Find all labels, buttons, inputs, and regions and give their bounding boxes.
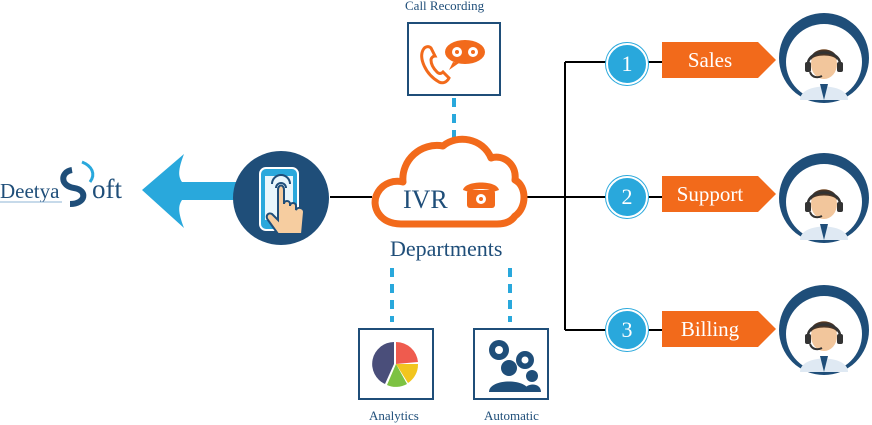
departments-label: Departments	[390, 236, 503, 261]
agent-headset-icon	[779, 285, 869, 375]
tag-arrow-icon	[758, 42, 776, 78]
deetyasoft-logo: Deetya oft	[0, 158, 140, 208]
agent-headset-icon	[779, 13, 869, 103]
agent-headset-icon	[779, 153, 869, 243]
analytics-label: Analytics	[369, 408, 419, 423]
logo-text-right: oft	[92, 174, 122, 204]
touch-phone-node	[232, 150, 330, 246]
call-recording-box	[407, 22, 501, 96]
telephone-icon	[463, 182, 499, 208]
department-number-badge: 3	[606, 309, 648, 351]
tag-arrow-icon	[758, 176, 776, 212]
pie-chart-icon	[372, 341, 419, 387]
department-number-badge: 2	[606, 176, 648, 218]
gears-users-icon	[489, 340, 541, 392]
logo-text-left: Deetya	[0, 179, 60, 203]
left-arrow-icon	[142, 154, 240, 228]
touch-phone-icon	[233, 151, 329, 245]
department-name-tag: Support	[662, 176, 758, 212]
automatic-label: Automatic	[484, 408, 539, 423]
tag-arrow-icon	[758, 311, 776, 347]
department-name-tag: Sales	[662, 42, 758, 78]
phone-recording-icon	[420, 40, 485, 85]
department-number-badge: 1	[606, 43, 648, 85]
analytics-box	[358, 328, 434, 400]
ivr-cloud: IVR	[371, 135, 528, 228]
call-recording-label: Call Recording	[405, 0, 485, 13]
ivr-text: IVR	[403, 185, 448, 214]
department-name-tag: Billing	[662, 311, 758, 347]
automatic-box	[473, 328, 549, 400]
